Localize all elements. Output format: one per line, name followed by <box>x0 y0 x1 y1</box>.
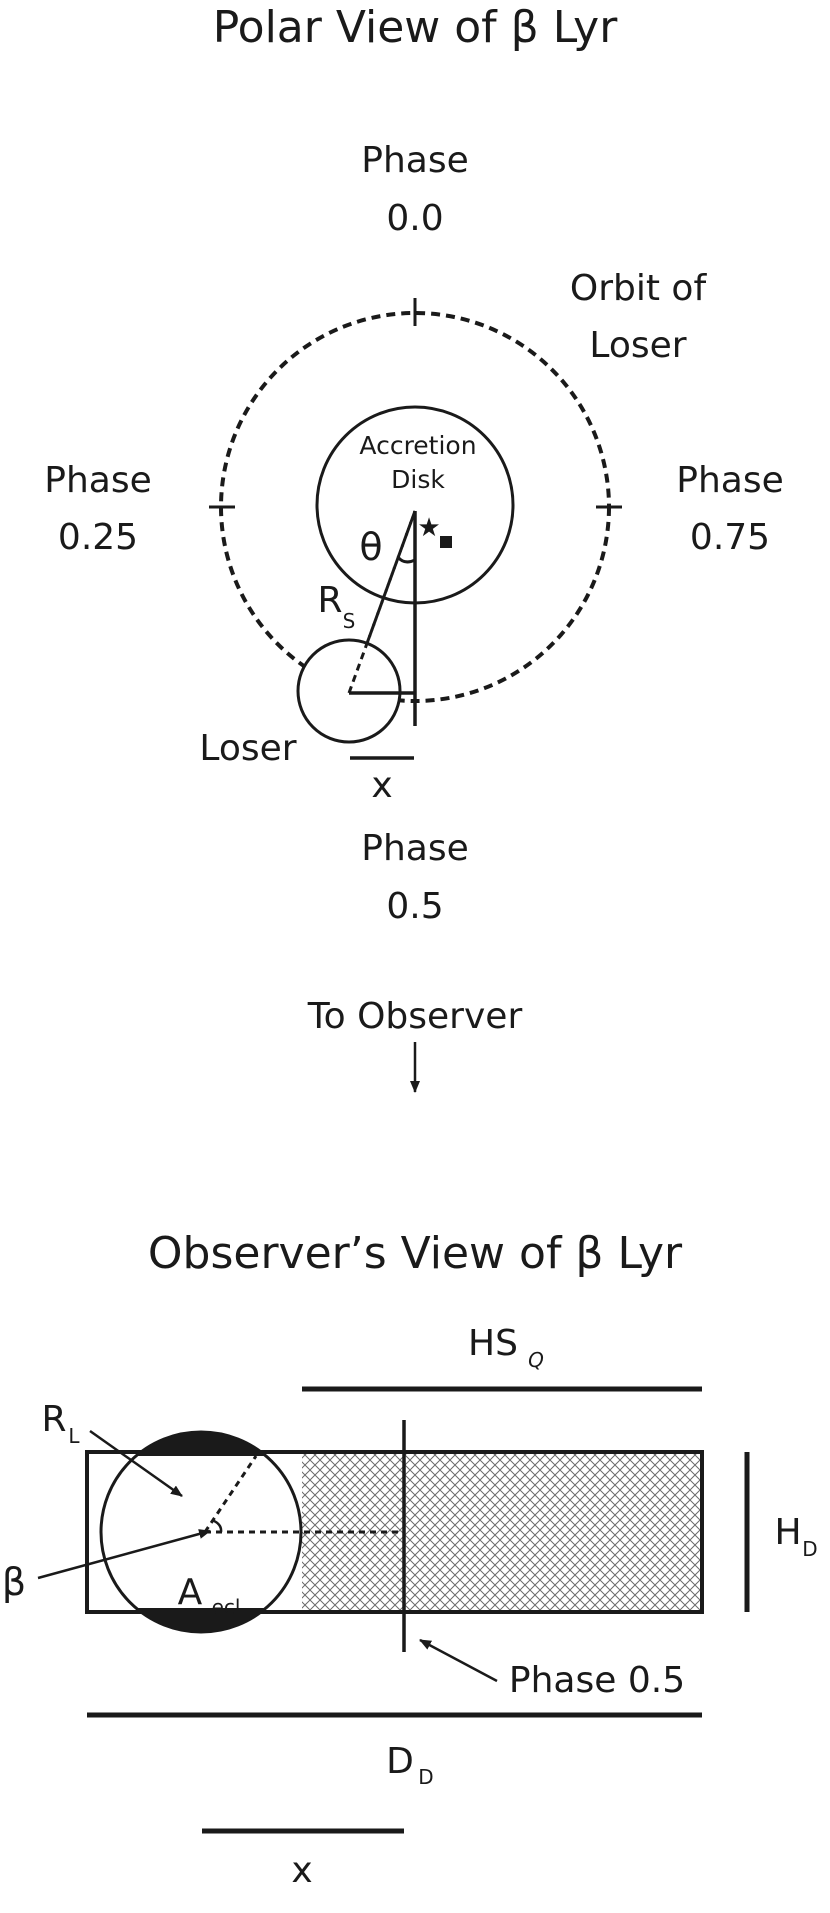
accretion-disk-label-line1: Accretion <box>359 431 476 460</box>
phase-half-label: Phase 0.5 <box>509 1660 685 1701</box>
center-of-mass-icon <box>440 536 452 548</box>
loser-top-cap <box>136 1431 266 1456</box>
theta-arc <box>396 556 416 564</box>
observer-view: Observer’s View of β Lyr HS Q R L β A ec… <box>2 1228 818 1891</box>
rl-label-main: R <box>41 1399 66 1440</box>
theta-symbol: θ <box>359 525 382 569</box>
rs-label-sub: S <box>343 609 356 633</box>
x-label-observer: x <box>291 1850 312 1891</box>
hd-label-sub: D <box>802 1537 817 1561</box>
phase-right-word: Phase <box>676 460 784 501</box>
rl-label-sub: L <box>68 1424 80 1448</box>
beta-angle-arc <box>211 1518 223 1533</box>
orbit-label-line2: Loser <box>589 325 686 366</box>
aecl-label-main: A <box>178 1572 203 1613</box>
rl-arrow <box>89 1429 183 1498</box>
phase-top-value: 0.0 <box>386 198 443 239</box>
orbit-label-line1: Orbit of <box>570 268 708 309</box>
loser-radius-dashed-line <box>347 510 417 694</box>
hd-label-main: H <box>774 1512 801 1553</box>
phase-left-value: 0.25 <box>58 517 138 558</box>
rs-label-main: R <box>317 580 342 621</box>
x-label-polar: x <box>371 765 392 806</box>
hsq-label-main: HS <box>468 1323 518 1364</box>
loser-label: Loser <box>199 728 296 769</box>
phase-top-word: Phase <box>361 140 469 181</box>
aecl-label-sub: ecl <box>212 1595 241 1619</box>
phase-bottom-word: Phase <box>361 828 469 869</box>
to-observer-label: To Observer <box>307 996 523 1037</box>
beta-label: β <box>2 1560 26 1604</box>
hot-spot-region <box>302 1452 702 1612</box>
star-icon: ★ <box>417 513 440 543</box>
hsq-label-sub: Q <box>528 1348 544 1372</box>
dd-label-main: D <box>386 1741 414 1782</box>
phase-right-value: 0.75 <box>690 517 770 558</box>
beta-arrow <box>37 1529 211 1580</box>
accretion-disk-edge-on <box>85 1450 704 1614</box>
phase-bottom-value: 0.5 <box>386 886 443 927</box>
observer-view-title: Observer’s View of β Lyr <box>148 1228 683 1279</box>
polar-view: Polar View of β Lyr Phase 0.0 Orbit of L… <box>44 2 784 1093</box>
phase-half-arrow <box>419 1638 498 1683</box>
phase-left-word: Phase <box>44 460 152 501</box>
dd-label-sub: D <box>418 1765 433 1789</box>
polar-view-title: Polar View of β Lyr <box>213 2 619 53</box>
loser-bottom-cap <box>136 1608 266 1633</box>
accretion-disk-label-line2: Disk <box>391 465 445 494</box>
